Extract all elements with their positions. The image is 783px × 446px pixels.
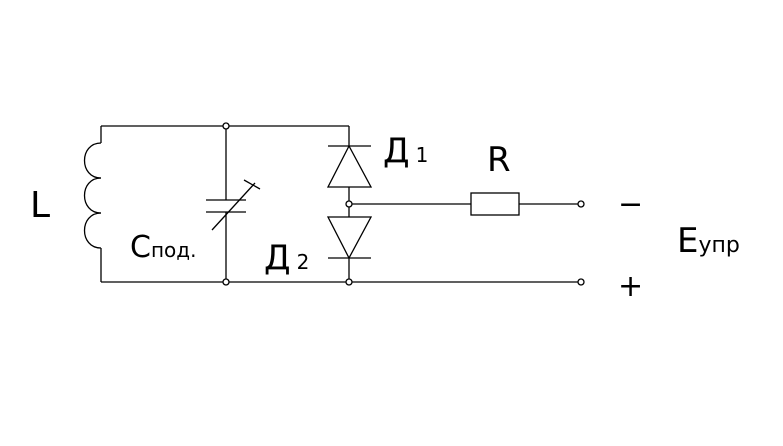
inductor-L — [84, 126, 102, 282]
label-diode1-index: 1 — [416, 143, 429, 167]
variable-capacitor — [206, 126, 261, 282]
junction-top-capacitor — [222, 122, 230, 130]
terminal-minus — [577, 200, 585, 208]
label-supply-main: E — [677, 221, 698, 261]
label-supply: Eупр — [677, 221, 740, 261]
label-diode2-index: 2 — [297, 250, 310, 274]
diode-D2 — [326, 204, 373, 282]
label-diode1-main: Д — [383, 131, 410, 171]
junction-diodes-middle — [345, 200, 353, 208]
label-capacitor-main: C — [130, 230, 151, 265]
label-plus: + — [618, 269, 643, 304]
label-capacitor-sub: под. — [151, 238, 197, 262]
junction-dots — [222, 122, 353, 286]
junction-bottom-diode — [345, 278, 353, 286]
label-diode2-main: Д — [264, 238, 291, 278]
label-supply-sub: упр — [698, 233, 739, 258]
label-inductor: L — [30, 185, 50, 226]
terminal-plus — [577, 278, 585, 286]
diode-D1 — [326, 126, 373, 204]
label-minus: − — [618, 187, 643, 222]
resistor-R — [470, 192, 520, 216]
label-capacitor: Cпод. — [130, 230, 196, 265]
label-resistor: R — [487, 140, 511, 180]
junction-bottom-capacitor — [222, 278, 230, 286]
